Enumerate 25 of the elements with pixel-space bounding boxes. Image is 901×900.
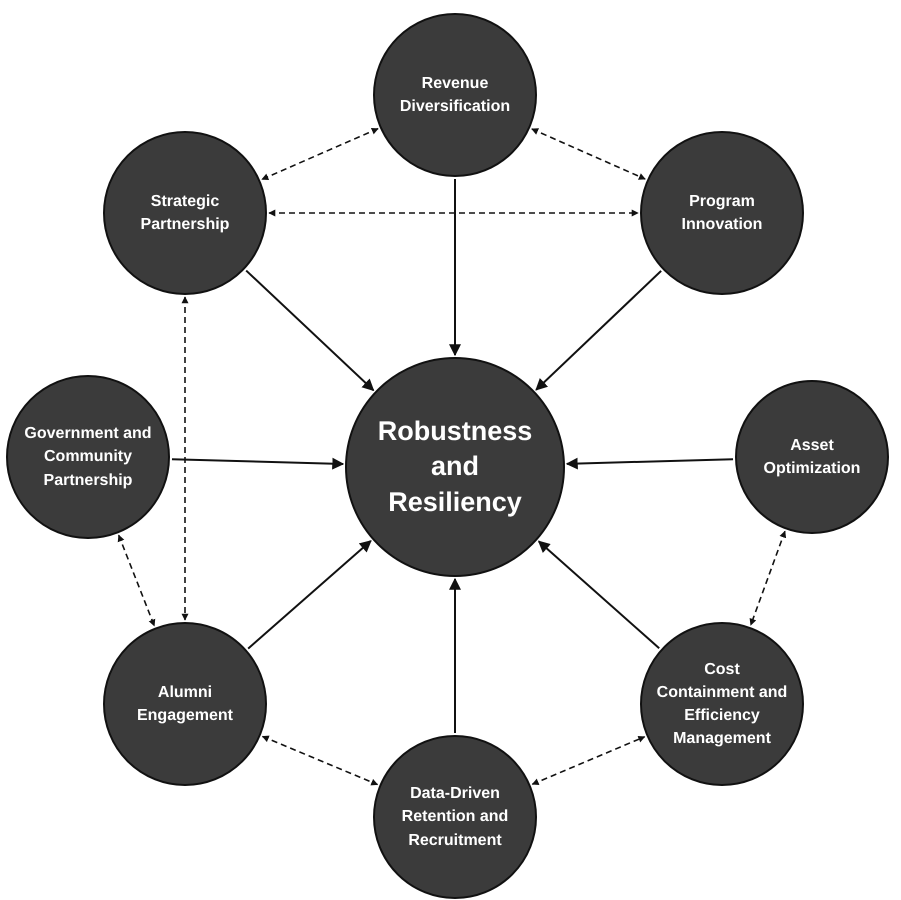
arrow <box>535 270 662 391</box>
arrow <box>538 540 660 649</box>
arrow <box>246 270 374 392</box>
arrow <box>172 458 344 470</box>
dashed-double-arrow <box>750 530 786 626</box>
circle-label: Cost Containment and Efficiency Management <box>656 660 788 750</box>
circle-label: Revenue Diversification <box>398 74 512 117</box>
dashed-double-arrow <box>118 534 156 626</box>
circle-label: Robustness and Resiliency <box>376 415 534 519</box>
circle-label: Asset Optimization <box>762 436 862 479</box>
dashed-double-arrow <box>531 128 646 180</box>
circle-label: Program Innovation <box>680 192 764 235</box>
arrow <box>247 540 372 650</box>
dashed-double-arrow <box>182 296 188 621</box>
dashed-double-arrow <box>261 128 379 180</box>
arrow <box>566 458 734 470</box>
circle-label: Data-Driven Retention and Recruitment <box>400 784 510 851</box>
arrow <box>449 578 461 733</box>
arrow <box>449 179 461 356</box>
dashed-double-arrow <box>268 210 639 216</box>
dashed-double-arrow <box>532 736 646 786</box>
dashed-double-arrow <box>262 736 378 786</box>
circle-label: Alumni Engagement <box>136 682 234 726</box>
circle-label: Strategic Partnership <box>140 192 230 235</box>
circle-label: Government and Community Partnership <box>23 424 153 491</box>
